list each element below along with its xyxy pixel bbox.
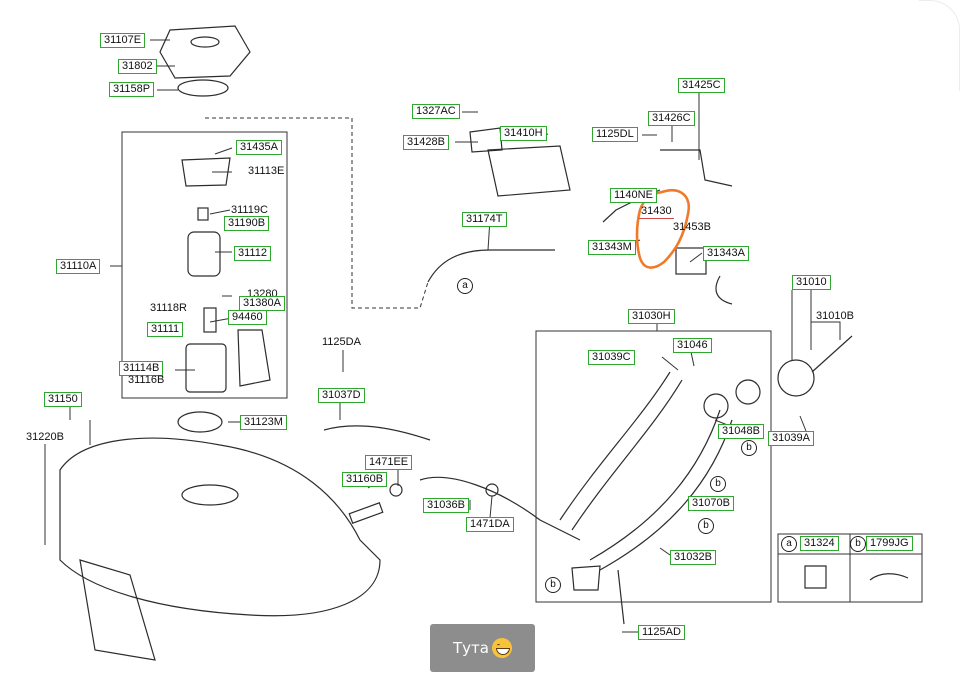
- part-label: 31030H: [628, 309, 675, 324]
- image-caption-button[interactable]: Тута: [430, 624, 535, 672]
- part-label: 31114B: [119, 361, 164, 376]
- part-label: 31119C: [231, 204, 268, 216]
- part-label: 31070B: [688, 496, 734, 511]
- callout-b: b: [850, 536, 866, 552]
- part-label: 31046: [673, 338, 712, 353]
- part-label: 31174T: [462, 212, 507, 227]
- part-label: 31039C: [588, 350, 635, 365]
- part-label: 31160B: [342, 472, 388, 487]
- part-label: 31220B: [26, 431, 64, 443]
- callout-a: a: [781, 536, 797, 552]
- part-label: 31107E: [100, 33, 146, 48]
- part-label: 31410H: [500, 126, 547, 141]
- part-label: 31113E: [248, 165, 285, 177]
- part-label: 1471EE: [365, 455, 413, 470]
- part-label: 31802: [118, 59, 157, 74]
- part-label: 31036B: [423, 498, 469, 513]
- part-label: 31112: [234, 246, 271, 261]
- part-label: 31435A: [236, 140, 282, 155]
- caption-text: Тута: [453, 639, 489, 657]
- part-label: 31324: [800, 536, 839, 551]
- part-label-highlighted: 31430: [639, 205, 674, 219]
- part-label: 1125AD: [638, 625, 685, 640]
- part-label: 31048B: [718, 424, 764, 439]
- part-label: 1125DA: [322, 336, 361, 348]
- part-label: 94460: [228, 310, 267, 325]
- part-label: 31111: [147, 322, 184, 337]
- highlight-circle: [635, 189, 691, 269]
- callout-b: b: [710, 476, 726, 492]
- filler-neck-frame: [535, 330, 772, 603]
- part-label: 1327AC: [412, 104, 460, 119]
- part-label: 31158P: [109, 82, 155, 97]
- grinning-face-emoji-icon: [491, 638, 512, 658]
- part-label: 31426C: [648, 111, 695, 126]
- part-label: 31039A: [768, 431, 814, 446]
- part-label: 31453B: [673, 221, 711, 233]
- part-label: 31190B: [224, 216, 270, 231]
- part-label: 31037D: [318, 388, 365, 403]
- part-label: 31116B: [128, 374, 165, 386]
- part-label: 1471DA: [466, 517, 514, 532]
- pump-assembly-frame: [121, 131, 288, 399]
- part-label: 31343A: [703, 246, 749, 261]
- callout-b: b: [741, 440, 757, 456]
- part-label: 31425C: [678, 78, 725, 93]
- part-label: 31032B: [670, 550, 716, 565]
- part-label: 1125DL: [592, 127, 638, 142]
- part-label: 31150: [44, 392, 82, 407]
- callout-a: a: [457, 278, 473, 294]
- part-label: 31123M: [240, 415, 287, 430]
- part-label: 31010B: [816, 310, 854, 322]
- part-drawings: [59, 25, 909, 661]
- part-label: 31010: [792, 275, 831, 290]
- part-label: 31118R: [150, 302, 187, 314]
- part-label: 31380A: [239, 296, 285, 311]
- part-label: 31343M: [588, 240, 636, 255]
- part-label: 1799JG: [866, 536, 913, 551]
- part-label: 31428B: [403, 135, 449, 150]
- part-label: 1140NE: [610, 188, 657, 203]
- part-label: 31110A: [56, 259, 101, 274]
- callout-b: b: [545, 577, 561, 593]
- callout-b: b: [698, 518, 714, 534]
